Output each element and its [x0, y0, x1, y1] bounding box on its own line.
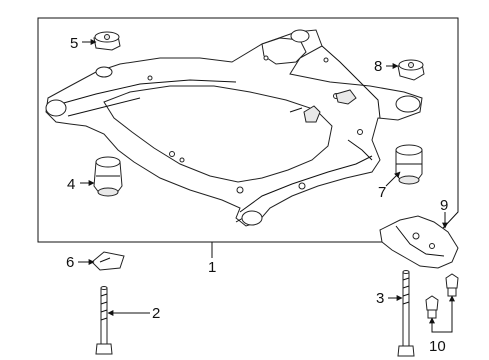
subframe-crossmember: [45, 29, 423, 227]
callout-3: 3: [376, 290, 384, 307]
callout-5: 5: [70, 35, 78, 52]
leader-lines: [78, 39, 455, 333]
mount-bushing-lower-left: [93, 156, 123, 197]
callout-7: 7: [378, 184, 386, 201]
callout-10: 10: [429, 338, 446, 355]
push-clips: [425, 273, 459, 319]
callout-8: 8: [374, 58, 382, 75]
mount-bushing-upper-left: [93, 31, 121, 51]
bracket-shield: [379, 215, 459, 269]
washer: [91, 251, 125, 271]
mount-bushing-upper-right: [397, 59, 425, 81]
mount-bushing-lower-right: [395, 144, 423, 185]
bolt-right: [397, 270, 415, 357]
callout-2: 2: [152, 305, 160, 322]
callout-4: 4: [67, 176, 75, 193]
bolt-left: [95, 286, 113, 355]
callout-1: 1: [208, 259, 216, 276]
callout-9: 9: [440, 197, 448, 214]
callout-6: 6: [66, 254, 74, 271]
